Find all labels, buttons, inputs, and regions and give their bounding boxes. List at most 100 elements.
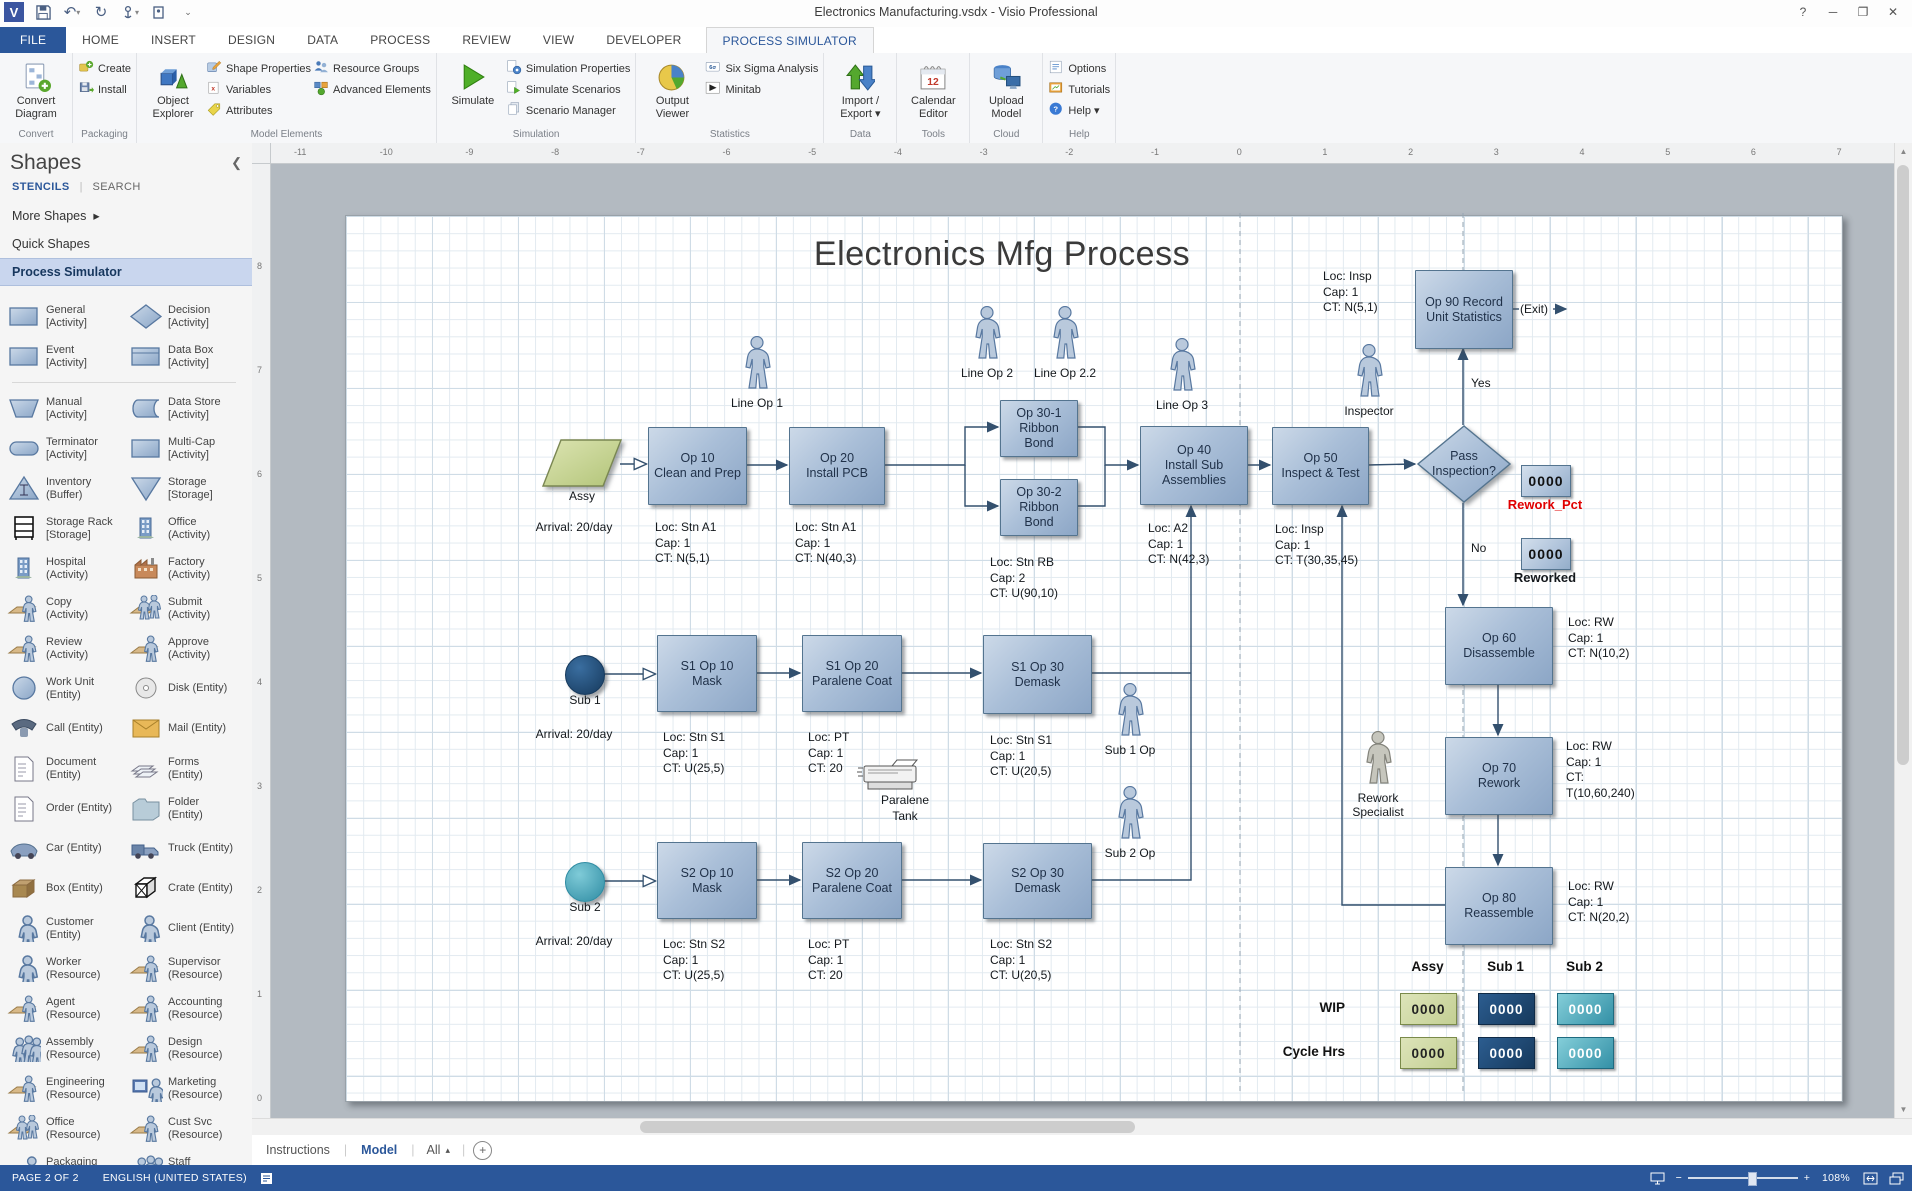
maximize-icon[interactable]: ❐ [1848,0,1878,24]
minitab-button[interactable]: Minitab [705,81,818,98]
search-tab[interactable]: SEARCH [92,181,140,193]
simulate-scenarios-button[interactable]: Simulate Scenarios [506,81,631,98]
ribbon-tab-developer[interactable]: DEVELOPER [590,27,697,53]
resource-groups-button[interactable]: Resource Groups [313,60,431,77]
stencil-shape-terminator-activity[interactable]: Terminator[Activity] [6,430,128,467]
language-indicator[interactable]: ENGLISH (UNITED STATES) [91,1172,259,1184]
person-rework-specialist[interactable]: ReworkSpecialist [1332,731,1424,819]
stencil-shape-car-entity[interactable]: Car (Entity) [6,830,128,867]
drawing-canvas[interactable]: Electronics Mfg Process -11-10-9-8-7-6-5… [252,143,1912,1118]
process-node-s1op20[interactable]: S1 Op 20Paralene Coat [802,635,902,712]
process-node-op80[interactable]: Op 80Reassemble [1445,867,1553,945]
zoom-out-button[interactable]: − [1676,1172,1682,1184]
close-icon[interactable]: ✕ [1878,0,1908,24]
process-node-op30-1[interactable]: Op 30-1RibbonBond [1000,400,1078,457]
advanced-elements-button[interactable]: Advanced Elements [313,81,431,98]
entity-source-assy[interactable] [542,439,622,492]
zoom-slider[interactable]: − + [1676,1172,1810,1184]
zoom-slider-thumb[interactable] [1748,1172,1757,1186]
variables-button[interactable]: xVariables [206,81,311,98]
fit-page-icon[interactable] [1862,1171,1878,1185]
help-icon[interactable]: ? [1788,0,1818,24]
switch-windows-icon[interactable] [1888,1171,1904,1185]
process-node-op50[interactable]: Op 50Inspect & Test [1272,427,1369,505]
horizontal-scrollbar[interactable] [252,1118,1912,1136]
stencil-shape-agent-resource[interactable]: Agent(Resource) [6,990,128,1027]
process-node-op40[interactable]: Op 40Install SubAssemblies [1140,426,1248,505]
decision-node-pass-inspection[interactable]: PassInspection? [1417,425,1511,503]
help-button[interactable]: ?Help ▾ [1048,102,1110,119]
process-node-op60[interactable]: Op 60Disassemble [1445,607,1553,685]
output-viewer-button[interactable]: OutputViewer [641,56,703,120]
stencil-shape-event-activity[interactable]: Event[Activity] [6,338,128,375]
stencil-shape-accounting-resource[interactable]: Accounting(Resource) [128,990,250,1027]
process-node-op20[interactable]: Op 20Install PCB [789,427,885,505]
vertical-scroll-thumb[interactable] [1897,165,1909,765]
ribbon-tab-data[interactable]: DATA [291,27,354,53]
insert-page-button[interactable]: + [473,1141,492,1160]
stencil-shape-storage-rack-storage[interactable]: Storage Rack[Storage] [6,510,128,547]
process-node-op90[interactable]: Op 90 RecordUnit Statistics [1415,270,1513,349]
simulation-properties-button[interactable]: Simulation Properties [506,60,631,77]
process-node-op30-2[interactable]: Op 30-2RibbonBond [1000,479,1078,536]
stencil-shape-marketing-resource[interactable]: Marketing(Resource) [128,1070,250,1107]
stencil-tab-process-simulator[interactable]: Process Simulator [0,258,252,286]
ribbon-tab-view[interactable]: VIEW [527,27,590,53]
convert-diagram-button[interactable]: ConvertDiagram [5,56,67,120]
upload-model-button[interactable]: UploadModel [975,56,1037,120]
process-node-s2op20[interactable]: S2 Op 20Paralene Coat [802,842,902,919]
stencil-shape-design-resource[interactable]: Design(Resource) [128,1030,250,1067]
person-line-op-2-2[interactable]: Line Op 2.2 [1019,306,1111,380]
scroll-down-arrow[interactable]: ▼ [1895,1101,1912,1118]
object-explorer-button[interactable]: ObjectExplorer [142,56,204,120]
stencil-shape-office-resource[interactable]: Office(Resource) [6,1110,128,1147]
stencil-shape-crate-entity[interactable]: Crate (Entity) [128,870,250,907]
zoom-level[interactable]: 108% [1820,1172,1852,1184]
zoom-in-button[interactable]: + [1804,1172,1810,1184]
all-pages-button[interactable]: All▴ [415,1143,462,1157]
presentation-mode-icon[interactable] [1650,1171,1666,1185]
calendar-editor-button[interactable]: 12CalendarEditor [902,56,964,120]
stencil-shape-cust-svc-resource[interactable]: Cust Svc(Resource) [128,1110,250,1147]
stencil-shape-engineering-resource[interactable]: Engineering(Resource) [6,1070,128,1107]
person-sub-2-op[interactable]: Sub 2 Op [1084,786,1176,860]
stencil-shape-staff-resource[interactable]: Staff(Resource) [128,1150,250,1165]
page-indicator[interactable]: PAGE 2 OF 2 [0,1172,91,1184]
options-button[interactable]: Options [1048,60,1110,77]
notes-icon[interactable] [259,1171,275,1185]
stencil-shape-data-box-activity[interactable]: Data Box[Activity] [128,338,250,375]
stencil-shape-truck-entity[interactable]: Truck (Entity) [128,830,250,867]
stencil-shape-worker-resource[interactable]: Worker(Resource) [6,950,128,987]
attributes-button[interactable]: Attributes [206,102,311,119]
ribbon-tab-home[interactable]: HOME [66,27,135,53]
create-button[interactable]: Create [78,60,131,77]
stencil-shape-copy-activity[interactable]: Copy(Activity) [6,590,128,627]
page-tab-model[interactable]: Model [347,1143,411,1157]
person-sub-1-op[interactable]: Sub 1 Op [1084,683,1176,757]
stencil-shape-supervisor-resource[interactable]: Supervisor(Resource) [128,950,250,987]
ribbon-tab-review[interactable]: REVIEW [446,27,527,53]
stencil-shape-document-entity[interactable]: Document(Entity) [6,750,128,787]
process-node-s1op30[interactable]: S1 Op 30Demask [983,635,1092,714]
more-shapes-item[interactable]: More Shapes ▸ [0,201,252,230]
stencil-shape-order-entity[interactable]: Order (Entity) [6,790,128,827]
zoom-slider-track[interactable] [1688,1177,1798,1179]
stencil-shape-hospital-activity[interactable]: Hospital(Activity) [6,550,128,587]
stencil-shape-storage-storage[interactable]: Storage[Storage] [128,470,250,507]
entity-source-sub1[interactable] [565,655,605,695]
stencil-shape-inventory-buffer[interactable]: Inventory(Buffer) [6,470,128,507]
entity-source-sub2[interactable] [565,862,605,902]
process-node-s1op10[interactable]: S1 Op 10Mask [657,635,757,712]
process-node-op10[interactable]: Op 10Clean and Prep [648,427,747,505]
process-node-op70[interactable]: Op 70Rework [1445,737,1553,815]
scenario-manager-button[interactable]: Scenario Manager [506,102,631,119]
stencil-shape-multi-cap-activity[interactable]: Multi-Cap[Activity] [128,430,250,467]
stencil-shape-client-entity[interactable]: Client (Entity) [128,910,250,947]
stencil-shape-decision-activity[interactable]: Decision[Activity] [128,298,250,335]
stencil-shape-call-entity[interactable]: Call (Entity) [6,710,128,747]
simulate-button[interactable]: Simulate [442,56,504,108]
stencil-shape-data-store-activity[interactable]: Data Store[Activity] [128,390,250,427]
stencil-shape-customer-entity[interactable]: Customer(Entity) [6,910,128,947]
quick-shapes-item[interactable]: Quick Shapes [0,230,252,258]
person-line-op-3[interactable]: Line Op 3 [1136,338,1228,412]
